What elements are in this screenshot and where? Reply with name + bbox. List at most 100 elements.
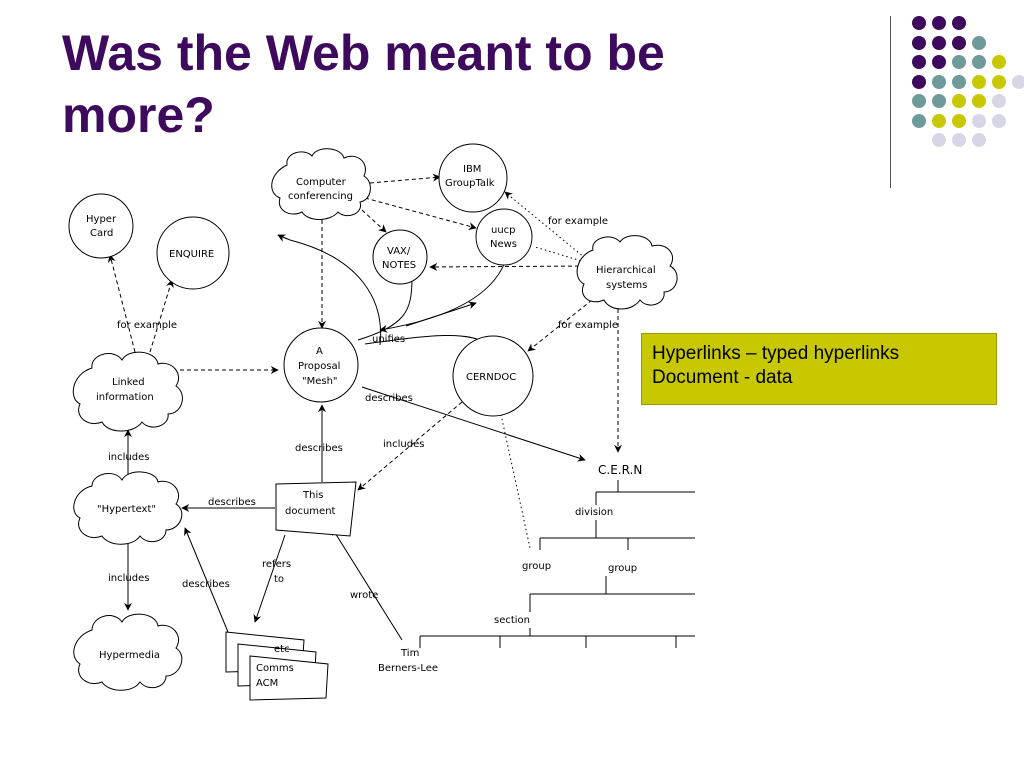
svg-text:conferencing: conferencing [288, 191, 353, 202]
decorative-dot [972, 94, 986, 108]
edge-tim-doc [331, 527, 403, 641]
decorative-dot [952, 133, 966, 147]
org-group-label-1: group [522, 561, 551, 572]
node-linked-information: Linked information [72, 351, 183, 432]
org-tree-lines [419, 480, 695, 648]
tree-division-stem [539, 520, 695, 550]
svg-text:VAX/: VAX/ [387, 246, 411, 257]
decorative-dot [912, 94, 926, 108]
decorative-dot [992, 94, 1006, 108]
node-hypermedia: Hypermedia [73, 613, 183, 691]
edge-linked-hypercard [107, 254, 136, 353]
label-refers: refers [262, 559, 291, 570]
slide-title: Was the Web meant to be more? [62, 25, 665, 143]
decorative-dot [1012, 74, 1024, 89]
decorative-dot [952, 16, 966, 30]
callout-box: Hyperlinks – typed hyperlinks Document -… [641, 333, 997, 405]
svg-text:Hierarchical: Hierarchical [596, 265, 656, 276]
label-includes-cerndoc: includes [383, 439, 424, 450]
decorative-dot [932, 55, 946, 69]
decorative-dot [912, 55, 926, 69]
label-to: to [274, 574, 284, 585]
svg-text:"Mesh": "Mesh" [302, 376, 338, 387]
svg-text:Card: Card [90, 228, 113, 239]
edge-cerndoc-doc [357, 401, 463, 491]
decorative-dot [952, 74, 966, 89]
decorative-dot [972, 133, 986, 147]
edge-conferencing-uucp [364, 197, 477, 230]
label-includes-top: includes [108, 452, 149, 463]
decorative-dot [992, 55, 1006, 69]
label-wrote: wrote [350, 590, 378, 601]
decorative-dot [932, 16, 946, 30]
decorative-dot [952, 94, 966, 108]
org-root-label: C.E.R.N [598, 463, 642, 477]
edge-uucp-mesh [379, 261, 506, 333]
edge-vax-mesh [357, 277, 413, 341]
svg-text:Proposal: Proposal [298, 361, 340, 372]
edge-mesh-enquire [277, 234, 382, 346]
label-describes-mesh: describes [365, 393, 413, 404]
svg-text:ACM: ACM [256, 678, 278, 689]
decorative-dot [972, 35, 986, 50]
diagram-edges [107, 173, 622, 641]
decorative-dot [912, 113, 926, 128]
edge-linked-enquire [149, 279, 174, 353]
decorative-dot [992, 74, 1006, 89]
node-mesh-proposal: A Proposal "Mesh" [283, 327, 359, 403]
label-for-example-right: for example [558, 320, 618, 331]
svg-text:Berners-Lee: Berners-Lee [378, 663, 438, 674]
svg-text:Hypermedia: Hypermedia [99, 650, 160, 661]
label-for-example-top: for example [548, 216, 608, 227]
decorative-dot [972, 55, 986, 69]
decorative-dot [912, 74, 926, 89]
node-hypercard: Hyper Card [68, 193, 134, 259]
decorative-dot [952, 113, 966, 128]
node-tim-berners-lee: Tim Berners-Lee [378, 648, 438, 674]
callout-line-hyperlinks: Hyperlinks – typed hyperlinks [652, 343, 900, 364]
org-division-label: division [575, 507, 613, 518]
label-describes-doc: describes [295, 443, 343, 454]
svg-text:NOTES: NOTES [382, 260, 416, 271]
tree-section-stem [419, 628, 695, 648]
node-computer-conferencing: Computer conferencing [271, 148, 371, 220]
decorative-dot [932, 94, 946, 108]
edge-hierarchical-vax [429, 262, 587, 271]
svg-text:Linked: Linked [112, 377, 145, 388]
decorative-dot [972, 74, 986, 89]
org-section-label: section [494, 615, 530, 626]
decorative-dot [932, 133, 946, 147]
decorative-dot [992, 113, 1006, 128]
node-ibm-grouptalk: IBM GroupTalk [438, 143, 508, 213]
svg-text:uucp: uucp [491, 225, 516, 236]
decorative-dot [912, 35, 926, 50]
node-uucp-news: uucp News [475, 208, 533, 266]
svg-text:ENQUIRE: ENQUIRE [169, 249, 214, 260]
callout-line-document-data: Document - data [652, 367, 793, 388]
edge-hierarchical-ibm [504, 191, 586, 259]
node-hypertext: "Hypertext" [73, 471, 183, 545]
svg-text:etc: etc [274, 644, 290, 655]
label-describes-hypertext: describes [208, 497, 256, 508]
edge-conferencing-ibm [369, 173, 441, 184]
svg-text:A: A [316, 346, 323, 357]
decorative-dot [932, 35, 946, 50]
svg-text:Comms: Comms [256, 663, 294, 674]
edge-unifies-stub [405, 301, 477, 327]
org-group-label-2: group [608, 563, 637, 574]
decorative-dot [952, 55, 966, 69]
svg-text:document: document [285, 506, 336, 517]
node-document-stack: etc Comms ACM [225, 631, 329, 701]
node-vax-notes: VAX/ NOTES [372, 229, 428, 285]
edge-conferencing-vax [361, 209, 387, 233]
stack-page-front [249, 655, 329, 701]
decorative-dot [932, 113, 946, 128]
svg-text:This: This [302, 490, 323, 501]
decorative-divider [890, 16, 891, 188]
node-hierarchical-systems: Hierarchical systems [576, 235, 678, 310]
decorative-dot [912, 16, 926, 30]
svg-text:information: information [96, 392, 154, 403]
svg-text:GroupTalk: GroupTalk [445, 178, 495, 189]
edge-stack-hypertext [184, 527, 229, 633]
